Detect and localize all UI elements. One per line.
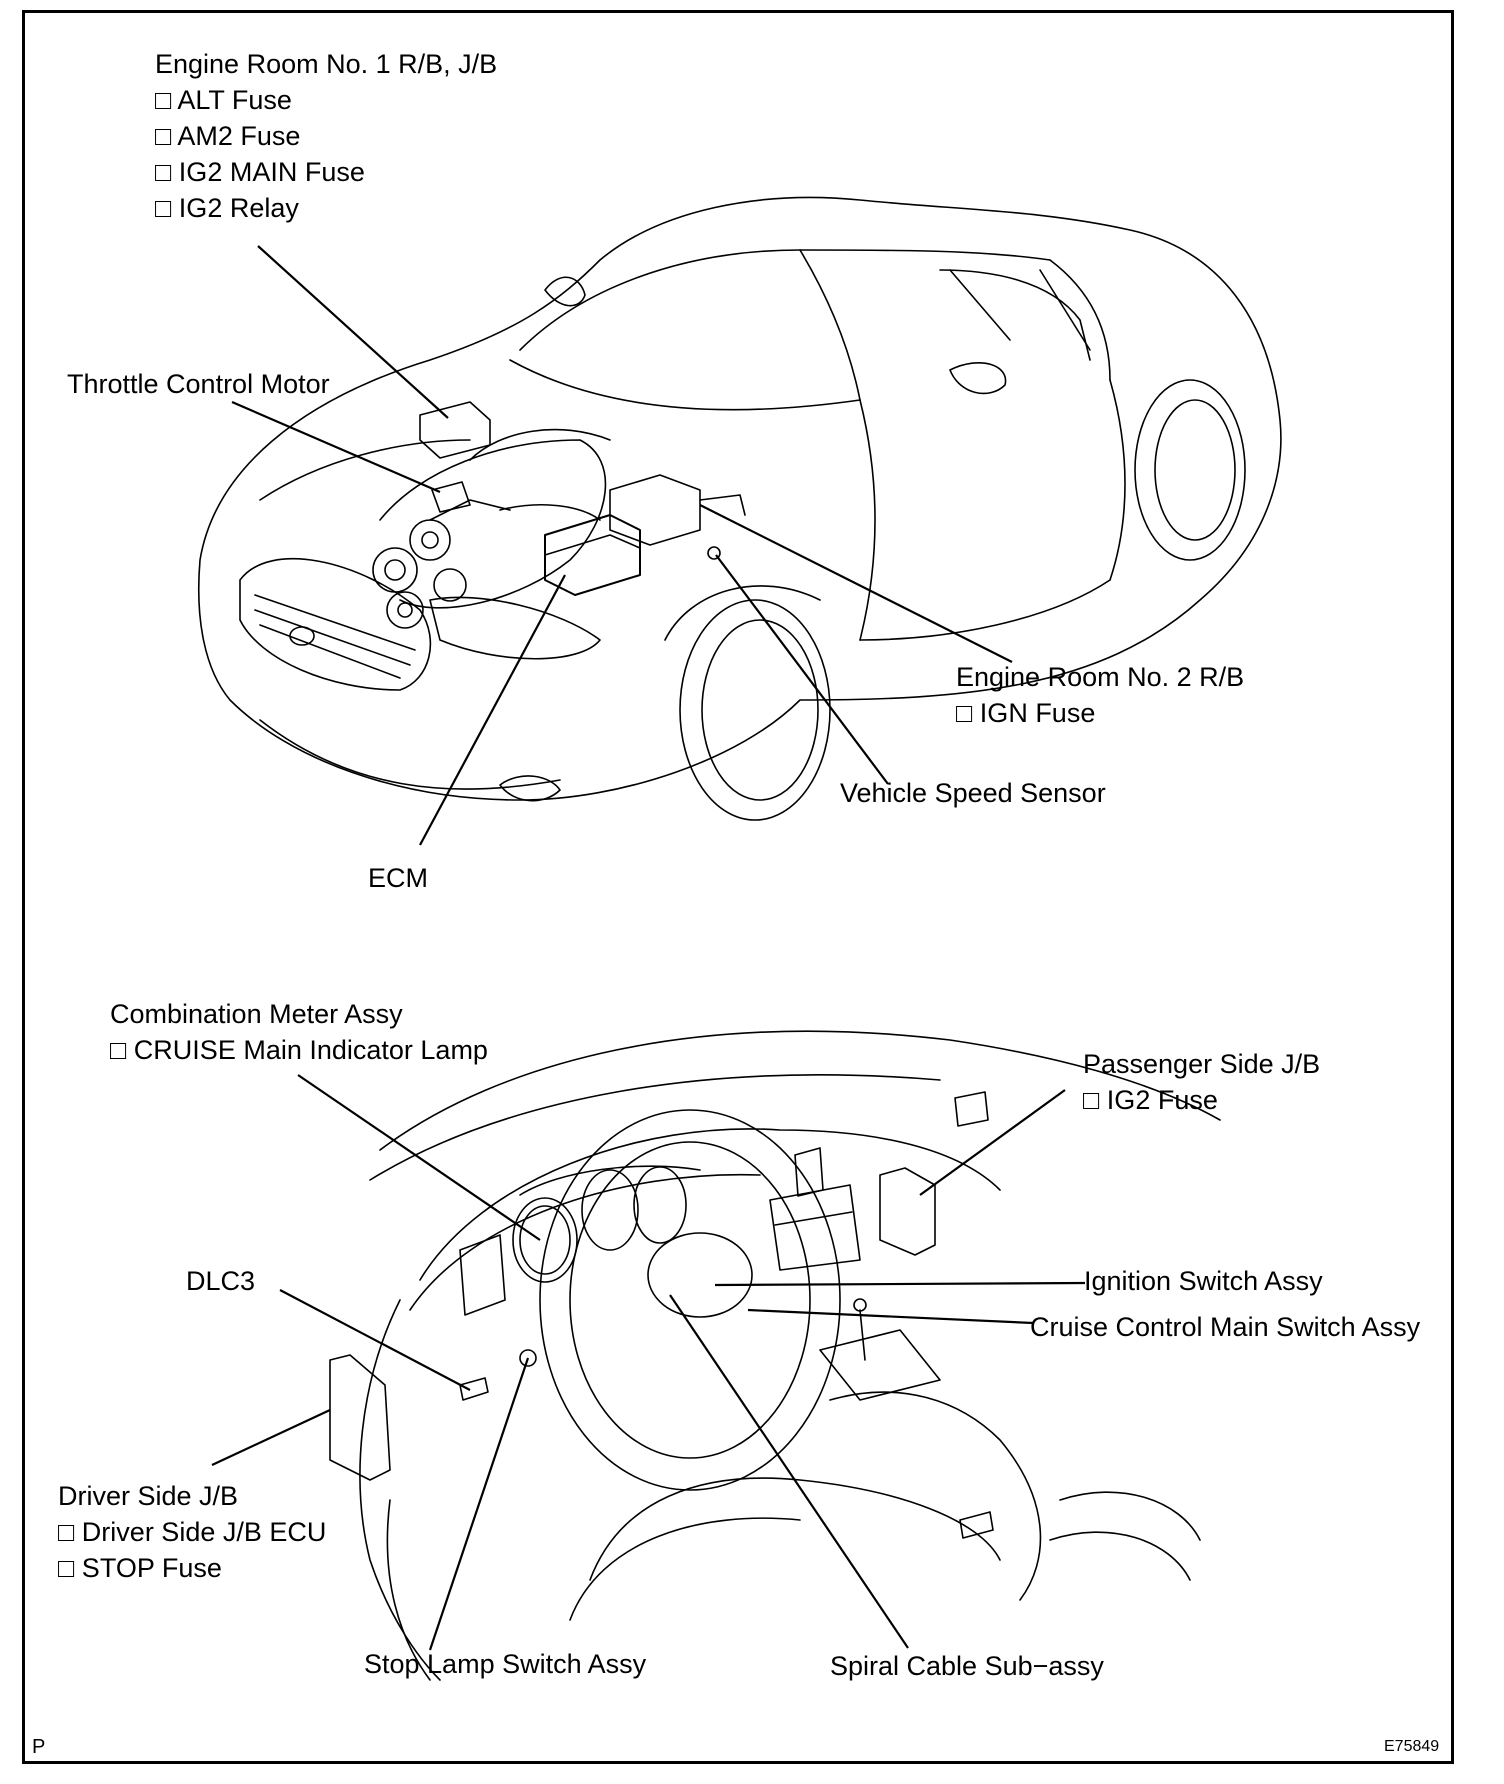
driver-side-jb-ecu-item: □ Driver Side J/B ECU — [58, 1517, 327, 1547]
car-drawing — [197, 196, 1282, 821]
ecm-box — [544, 514, 641, 596]
ign-fuse-item: □ IGN Fuse — [956, 698, 1096, 728]
dlc3-label: DLC3 — [186, 1266, 256, 1296]
engine-room-2-title: Engine Room No. 2 R/B — [956, 662, 1245, 692]
figure-code: E75849 — [1384, 1738, 1440, 1755]
passenger-side-jb-box — [879, 1167, 936, 1256]
am2-fuse-item: □ AM2 Fuse — [155, 121, 301, 151]
driver-side-jb-title: Driver Side J/B — [58, 1481, 239, 1511]
alt-fuse-item: □ ALT Fuse — [155, 85, 292, 115]
throttle-control-motor-label: Throttle Control Motor — [67, 369, 330, 399]
vehicle-speed-sensor-label: Vehicle Speed Sensor — [840, 778, 1106, 808]
stop-lamp-switch-label: Stop Lamp Switch Assy — [364, 1649, 647, 1679]
passenger-side-jb-title: Passenger Side J/B — [1083, 1049, 1321, 1079]
engine-room-1-label: Engine Room No. 1 R/B, J/B □ ALT Fuse □ … — [155, 46, 497, 226]
cruise-main-indicator-item: □ CRUISE Main Indicator Lamp — [110, 1035, 488, 1065]
interior-drawing — [329, 1030, 1221, 1681]
driver-side-jb-label: Driver Side J/B □ Driver Side J/B ECU □ … — [58, 1478, 326, 1586]
cruise-control-switch-label: Cruise Control Main Switch Assy — [1030, 1312, 1421, 1342]
passenger-side-jb-label: Passenger Side J/B □ IG2 Fuse — [1083, 1046, 1320, 1118]
combination-meter-title: Combination Meter Assy — [110, 999, 403, 1029]
engine-room-1-title: Engine Room No. 1 R/B, J/B — [155, 49, 498, 79]
engine-room-2-box — [609, 474, 701, 546]
engine-room-2-label: Engine Room No. 2 R/B □ IGN Fuse — [956, 659, 1244, 731]
corner-left-mark: P — [32, 1736, 46, 1758]
ig2-main-fuse-item: □ IG2 MAIN Fuse — [155, 157, 365, 187]
ig2-relay-item: □ IG2 Relay — [155, 193, 299, 223]
spiral-cable-label: Spiral Cable Sub−assy — [830, 1651, 1104, 1681]
engine-room-1-box — [419, 401, 491, 459]
ignition-switch-label: Ignition Switch Assy — [1084, 1266, 1323, 1296]
ig2-fuse-item: □ IG2 Fuse — [1083, 1085, 1218, 1115]
driver-side-jb-box — [329, 1354, 391, 1481]
combination-meter-label: Combination Meter Assy □ CRUISE Main Ind… — [110, 996, 488, 1068]
stop-fuse-item: □ STOP Fuse — [58, 1553, 222, 1583]
leader-lines — [211, 245, 1086, 1651]
ecm-label: ECM — [368, 863, 428, 893]
diagram-frame — [22, 10, 1454, 1764]
engine-block — [372, 428, 611, 629]
